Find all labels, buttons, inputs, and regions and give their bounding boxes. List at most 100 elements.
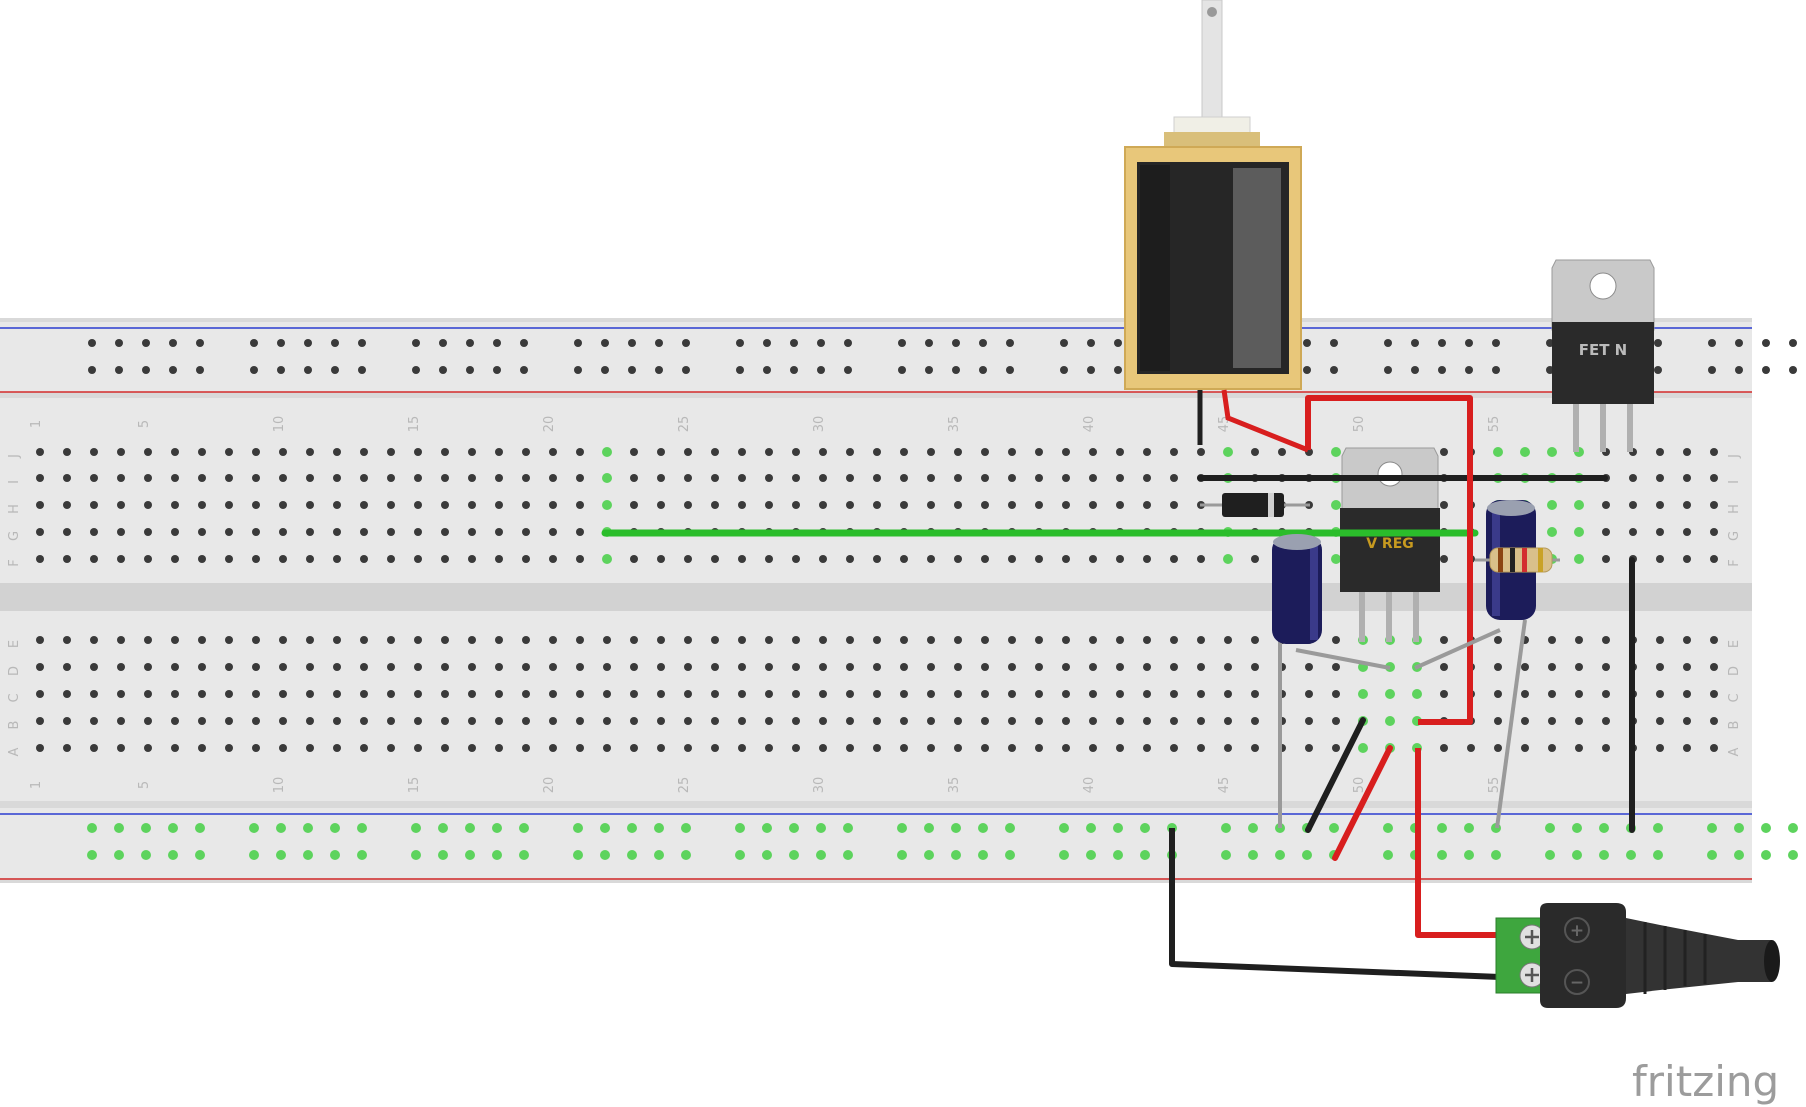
hole-J5 xyxy=(144,448,152,456)
hole-J56 xyxy=(1520,447,1530,457)
hole-E22 xyxy=(603,636,611,644)
hole-A36 xyxy=(981,744,989,752)
hole-J55 xyxy=(1493,447,1503,457)
hole-B44 xyxy=(1197,717,1205,725)
hole-H21 xyxy=(576,501,584,509)
hole-E26 xyxy=(711,636,719,644)
hole-F27 xyxy=(738,555,746,563)
wire-red-loop[interactable] xyxy=(1305,395,1473,725)
diode[interactable] xyxy=(1200,493,1310,517)
rail-top-3-1-1 xyxy=(601,366,609,374)
hole-J57 xyxy=(1547,447,1557,457)
wire-red-jack[interactable] xyxy=(1415,748,1500,938)
hole-A3 xyxy=(90,744,98,752)
hole-B56 xyxy=(1521,717,1529,725)
rail-top-2-2-0 xyxy=(466,339,474,347)
rail-top-0-0-0 xyxy=(88,339,96,347)
rail-top-2-0-1 xyxy=(412,366,420,374)
hole-B59 xyxy=(1602,717,1610,725)
hole-D45 xyxy=(1224,663,1232,671)
rail-top-9-4-0 xyxy=(1654,339,1662,347)
hole-A22 xyxy=(603,744,611,752)
hole-D7 xyxy=(198,663,206,671)
hole-B58 xyxy=(1575,717,1583,725)
rail-bottom-0-4-0 xyxy=(195,823,205,833)
rail-top-0-0-1 xyxy=(88,366,96,374)
hole-F17 xyxy=(468,555,476,563)
hole-B9 xyxy=(252,717,260,725)
solenoid[interactable] xyxy=(1124,0,1302,390)
hole-G17 xyxy=(468,528,476,536)
hole-B38 xyxy=(1035,717,1043,725)
hole-E12 xyxy=(333,636,341,644)
hole-D40 xyxy=(1089,663,1097,671)
hole-A34 xyxy=(927,744,935,752)
hole-A43 xyxy=(1170,744,1178,752)
rail-top-2-3-1 xyxy=(493,366,501,374)
hole-D28 xyxy=(765,663,773,671)
rail-top-1-2-1 xyxy=(304,366,312,374)
hole-G59 xyxy=(1602,528,1610,536)
rail-bottom-2-0-1 xyxy=(411,850,421,860)
fet-body xyxy=(1552,322,1654,404)
rail-bottom-7-4-0 xyxy=(1329,823,1339,833)
hole-F53 xyxy=(1440,555,1448,563)
rail-bottom-10-3-1 xyxy=(1788,850,1798,860)
rail-top-6-0-0 xyxy=(1060,339,1068,347)
fet-transistor[interactable]: FET N xyxy=(1551,259,1655,452)
breadboard-holes xyxy=(36,339,1798,860)
hole-A4 xyxy=(117,744,125,752)
hole-E9 xyxy=(252,636,260,644)
col-label-bottom-15: 15 xyxy=(407,777,422,794)
hole-A23 xyxy=(630,744,638,752)
hole-F43 xyxy=(1170,555,1178,563)
hole-E44 xyxy=(1197,636,1205,644)
rail-bottom-9-0-1 xyxy=(1545,850,1555,860)
hole-G5 xyxy=(144,528,152,536)
rail-top-7-4-1 xyxy=(1330,366,1338,374)
hole-I60 xyxy=(1629,474,1637,482)
wire-black-jack[interactable] xyxy=(1169,828,1501,980)
rail-top-1-1-0 xyxy=(277,339,285,347)
rail-top-1-3-1 xyxy=(331,366,339,374)
hole-A37 xyxy=(1008,744,1016,752)
rail-bottom-3-3-1 xyxy=(654,850,664,860)
solenoid-plunger xyxy=(1201,0,1223,121)
hole-E7 xyxy=(198,636,206,644)
hole-C26 xyxy=(711,690,719,698)
rail-bottom-10-0-1 xyxy=(1707,850,1717,860)
hole-F12 xyxy=(333,555,341,563)
hole-J40 xyxy=(1089,448,1097,456)
hole-H1 xyxy=(36,501,44,509)
hole-C23 xyxy=(630,690,638,698)
rail-top-6-0-1 xyxy=(1060,366,1068,374)
rail-top-5-4-0 xyxy=(1006,339,1014,347)
row-label-right-C: C xyxy=(1727,693,1742,702)
hole-D21 xyxy=(576,663,584,671)
hole-B33 xyxy=(900,717,908,725)
wire-solenoid-red[interactable] xyxy=(1221,389,1309,453)
hole-B36 xyxy=(981,717,989,725)
capacitor-1[interactable] xyxy=(1272,534,1322,644)
wire-red-diagonal[interactable] xyxy=(1332,745,1393,861)
wire-black-diagonal[interactable] xyxy=(1305,717,1366,833)
hole-H41 xyxy=(1116,501,1124,509)
hole-J39 xyxy=(1062,448,1070,456)
hole-F45 xyxy=(1223,554,1233,564)
hole-H26 xyxy=(711,501,719,509)
hole-D29 xyxy=(792,663,800,671)
rail-top-4-1-1 xyxy=(763,366,771,374)
hole-E32 xyxy=(873,636,881,644)
resistor[interactable] xyxy=(1475,547,1560,573)
hole-H9 xyxy=(252,501,260,509)
rail-top-10-1-0 xyxy=(1735,339,1743,347)
hole-E1 xyxy=(36,636,44,644)
dc-power-jack[interactable]: + − xyxy=(1495,903,1780,1008)
hole-H40 xyxy=(1089,501,1097,509)
hole-B55 xyxy=(1494,717,1502,725)
rail-bottom-10-1-1 xyxy=(1734,850,1744,860)
hole-C55 xyxy=(1494,690,1502,698)
hole-J3 xyxy=(90,448,98,456)
hole-E8 xyxy=(225,636,233,644)
hole-J13 xyxy=(360,448,368,456)
